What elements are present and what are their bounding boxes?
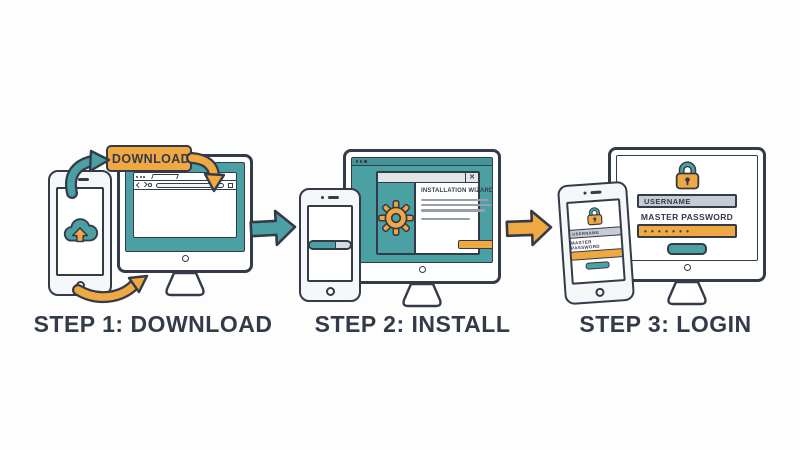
download-button: DOWNLOAD — [106, 145, 192, 172]
monitor-power-dot-icon — [683, 264, 691, 271]
gear-icon — [378, 200, 414, 236]
close-icon: ✕ — [469, 174, 475, 181]
monitor3-login-screen: USERNAME MASTER PASSWORD • • • • • • • — [616, 155, 758, 261]
window-dot-icon — [136, 175, 138, 178]
dialog-left-panel — [378, 183, 416, 253]
monitor-step2: ✕ — [343, 149, 501, 309]
phone-step2 — [299, 188, 361, 302]
camera-dot-icon — [321, 196, 324, 199]
phone-username-label: USERNAME — [572, 229, 600, 237]
phone-step1 — [48, 170, 112, 296]
step1-label: STEP 1: DOWNLOAD — [33, 310, 273, 337]
home-button-icon — [75, 280, 85, 290]
phone-chin — [566, 281, 633, 304]
step2-label: STEP 2: INSTALL — [314, 310, 511, 337]
phone-earpiece — [50, 172, 110, 187]
cloud-upload-icon — [63, 218, 99, 243]
browser-toolbar — [134, 181, 236, 190]
text-line — [421, 209, 485, 212]
monitor1-screen — [125, 162, 245, 252]
camera-dot-icon — [583, 191, 587, 195]
text-line — [421, 217, 471, 220]
speaker-bar-icon — [328, 196, 339, 199]
window-dot-icon — [356, 160, 359, 163]
monitor-stand — [402, 283, 442, 308]
window-dot-icon — [143, 175, 145, 178]
titlebar-divider — [464, 173, 467, 182]
address-bar — [155, 182, 224, 188]
dialog-titlebar: ✕ — [378, 173, 478, 183]
monitor2-chin — [351, 263, 493, 276]
download-button-label: DOWNLOAD — [111, 151, 191, 166]
desktop-menubar — [352, 158, 492, 166]
monitor3-chin — [616, 261, 758, 274]
lock-icon — [675, 161, 699, 190]
username-field: USERNAME — [637, 194, 737, 208]
phone-step3: USERNAME MASTER PASSWORD — [556, 180, 636, 306]
password-field: • • • • • • • — [637, 224, 737, 238]
window-dot-icon — [360, 160, 363, 163]
phone-chin — [50, 276, 110, 294]
menu-box-icon — [228, 182, 233, 188]
window-dot-icon — [139, 175, 142, 178]
refresh-icon — [148, 183, 152, 187]
phone-chin — [301, 282, 359, 300]
dialog-right-panel: INSTALLATION WIZARD — [416, 183, 493, 253]
browser-titlebar — [134, 173, 236, 181]
camera-dot-icon — [71, 178, 74, 181]
step1-to-step2-arrow — [249, 209, 297, 247]
monitor-step3: USERNAME MASTER PASSWORD • • • • • • • — [608, 147, 766, 307]
monitor-power-dot-icon — [418, 266, 426, 273]
master-password-label: MASTER PASSWORD — [640, 212, 734, 222]
speaker-bar-icon — [78, 178, 89, 181]
home-button-icon — [594, 287, 605, 297]
phone-earpiece — [301, 190, 359, 205]
dialog-body: INSTALLATION WIZARD — [378, 183, 492, 253]
monitor-stand — [667, 281, 707, 306]
password-dots: • • • • • • • — [644, 226, 690, 236]
install-progress-bar — [309, 240, 351, 250]
monitor3-bezel: USERNAME MASTER PASSWORD • • • • • • • — [608, 147, 766, 282]
forward-icon — [141, 182, 147, 188]
installation-wizard-dialog: ✕ — [376, 171, 492, 255]
home-button-icon — [325, 286, 335, 296]
username-label: USERNAME — [644, 196, 691, 206]
step2-to-step3-arrow — [505, 209, 553, 247]
text-line — [421, 199, 490, 202]
monitor-step1 — [117, 154, 253, 298]
monitor1-chin — [125, 252, 245, 265]
progress-fill — [310, 242, 336, 248]
back-icon — [136, 182, 142, 188]
wizard-next-button — [457, 240, 492, 249]
monitor-stand — [165, 272, 205, 297]
phone-login-button — [585, 261, 610, 270]
monitor2-screen: ✕ — [351, 157, 493, 263]
monitor-power-dot-icon — [181, 255, 189, 262]
speaker-bar-icon — [590, 190, 602, 195]
lock-icon — [586, 207, 602, 226]
login-button — [667, 243, 707, 255]
browser-tab — [150, 174, 179, 179]
phone1-screen — [56, 187, 104, 276]
browser-page-body — [134, 190, 236, 237]
step3-label: STEP 3: LOGIN — [579, 310, 752, 337]
text-line — [421, 204, 492, 207]
phone2-screen — [307, 205, 353, 282]
browser-window — [133, 172, 237, 238]
phone3-login-screen: USERNAME MASTER PASSWORD — [566, 198, 626, 285]
dialog-title: INSTALLATION WIZARD — [421, 188, 493, 194]
window-dot-icon — [364, 160, 367, 163]
monitor2-bezel: ✕ — [343, 149, 501, 284]
